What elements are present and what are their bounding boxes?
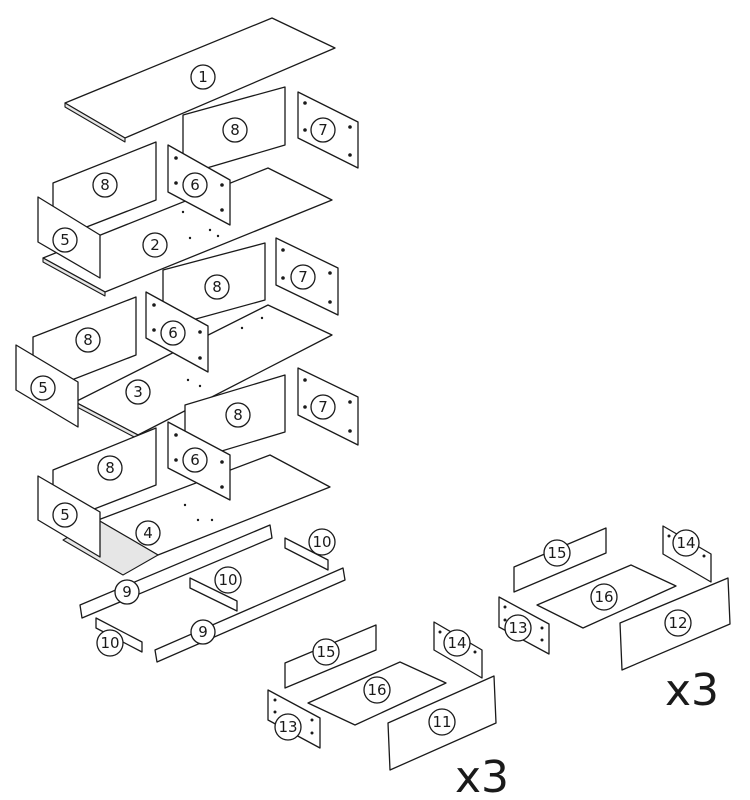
callout-7: 7 bbox=[310, 117, 336, 143]
svg-text:6: 6 bbox=[168, 324, 178, 342]
svg-text:5: 5 bbox=[60, 231, 70, 249]
svg-text:15: 15 bbox=[547, 544, 566, 562]
callout-6: 6 bbox=[182, 172, 208, 198]
svg-text:1: 1 bbox=[198, 68, 208, 86]
svg-text:8: 8 bbox=[212, 278, 222, 296]
quantity-label-left: x3 bbox=[455, 752, 509, 800]
callout-7: 7 bbox=[310, 394, 336, 420]
callout-13: 13 bbox=[274, 713, 302, 741]
svg-text:8: 8 bbox=[230, 121, 240, 139]
callout-16: 16 bbox=[363, 676, 391, 704]
callout-3: 3 bbox=[125, 379, 151, 405]
callout-9: 9 bbox=[114, 579, 140, 605]
svg-text:14: 14 bbox=[676, 534, 695, 552]
callout-8: 8 bbox=[92, 172, 118, 198]
svg-text:5: 5 bbox=[60, 506, 70, 524]
callout-8: 8 bbox=[225, 402, 251, 428]
callout-13: 13 bbox=[504, 614, 532, 642]
callout-10: 10 bbox=[308, 528, 336, 556]
svg-text:4: 4 bbox=[143, 524, 153, 542]
callout-14: 14 bbox=[672, 529, 700, 557]
callout-4: 4 bbox=[135, 520, 161, 546]
svg-text:6: 6 bbox=[190, 176, 200, 194]
callout-6: 6 bbox=[182, 447, 208, 473]
svg-text:13: 13 bbox=[508, 619, 527, 637]
svg-text:12: 12 bbox=[668, 614, 687, 632]
callout-9: 9 bbox=[190, 619, 216, 645]
svg-text:16: 16 bbox=[594, 588, 613, 606]
svg-text:7: 7 bbox=[298, 268, 308, 286]
callout-15: 15 bbox=[312, 638, 340, 666]
svg-text:14: 14 bbox=[447, 634, 466, 652]
callout-7: 7 bbox=[290, 264, 316, 290]
block-10-b bbox=[189, 577, 238, 612]
callout-8: 8 bbox=[204, 274, 230, 300]
svg-text:5: 5 bbox=[38, 379, 48, 397]
svg-text:3: 3 bbox=[133, 383, 143, 401]
callout-5: 5 bbox=[52, 227, 78, 253]
callout-5: 5 bbox=[52, 502, 78, 528]
svg-text:13: 13 bbox=[278, 718, 297, 736]
callout-16: 16 bbox=[590, 583, 618, 611]
svg-text:7: 7 bbox=[318, 121, 328, 139]
quantity-label-right: x3 bbox=[665, 665, 719, 716]
callout-6: 6 bbox=[160, 320, 186, 346]
svg-text:9: 9 bbox=[122, 583, 132, 601]
callout-11: 11 bbox=[428, 708, 456, 736]
svg-text:16: 16 bbox=[367, 681, 386, 699]
svg-text:10: 10 bbox=[100, 634, 119, 652]
callout-15: 15 bbox=[543, 539, 571, 567]
svg-text:8: 8 bbox=[100, 176, 110, 194]
callout-10: 10 bbox=[214, 566, 242, 594]
tier-1 bbox=[37, 86, 359, 297]
callout-8: 8 bbox=[75, 327, 101, 353]
svg-text:10: 10 bbox=[218, 571, 237, 589]
svg-text:9: 9 bbox=[198, 623, 208, 641]
callout-14: 14 bbox=[443, 629, 471, 657]
svg-text:6: 6 bbox=[190, 451, 200, 469]
callout-12: 12 bbox=[664, 609, 692, 637]
svg-text:7: 7 bbox=[318, 398, 328, 416]
callout-2: 2 bbox=[142, 232, 168, 258]
callout-5: 5 bbox=[30, 375, 56, 401]
svg-text:8: 8 bbox=[233, 406, 243, 424]
callout-10: 10 bbox=[96, 629, 124, 657]
svg-text:15: 15 bbox=[316, 643, 335, 661]
callout-8: 8 bbox=[222, 117, 248, 143]
callout-1: 1 bbox=[190, 64, 216, 90]
svg-text:11: 11 bbox=[432, 713, 451, 731]
callout-8: 8 bbox=[97, 455, 123, 481]
svg-text:8: 8 bbox=[83, 331, 93, 349]
svg-text:2: 2 bbox=[150, 236, 160, 254]
svg-text:8: 8 bbox=[105, 459, 115, 477]
svg-text:10: 10 bbox=[312, 533, 331, 551]
